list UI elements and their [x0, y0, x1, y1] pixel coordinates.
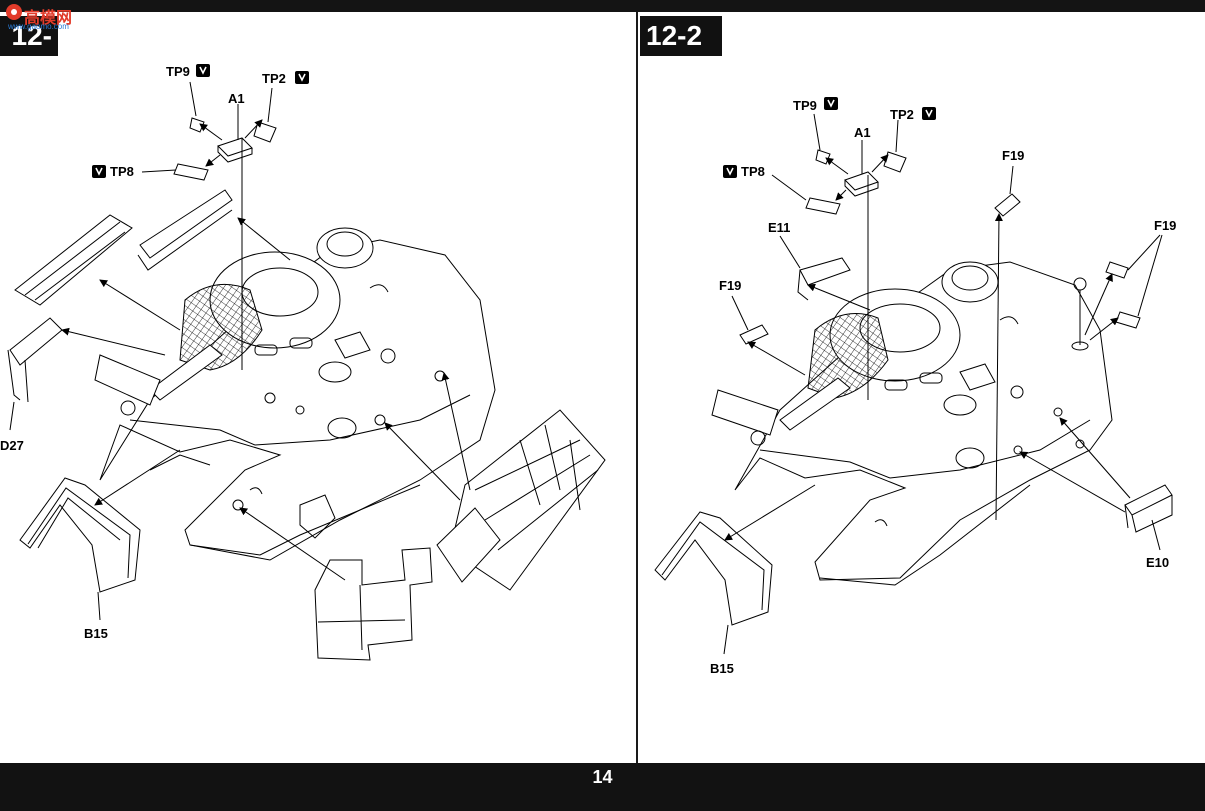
watermark-logo: 高模网 www.gaomo.com [4, 2, 72, 32]
label-f19-top: F19 [1002, 148, 1024, 163]
panel-divider [636, 12, 638, 763]
label-f19-left: F19 [719, 278, 741, 293]
top-bar [0, 0, 1205, 12]
label-tp9: TP9 [793, 98, 817, 113]
page-number: 14 [592, 767, 613, 787]
label-e10: E10 [1146, 555, 1169, 570]
label-tp8: TP8 [110, 164, 134, 179]
label-tp2: TP2 [890, 107, 914, 122]
label-a1: A1 [854, 125, 871, 140]
label-tp2: TP2 [262, 71, 286, 86]
nipper-icon [195, 63, 211, 78]
nipper-icon [722, 164, 738, 179]
label-f19-right: F19 [1154, 218, 1176, 233]
label-d27: D27 [0, 438, 24, 453]
nipper-icon [823, 96, 839, 111]
label-b15: B15 [710, 661, 734, 676]
right-b15-part [654, 511, 773, 626]
watermark-url: www.gaomo.com [8, 22, 69, 31]
left-b15-part [19, 477, 141, 593]
label-e11: E11 [768, 220, 790, 235]
step-label-right: 12-2 [640, 16, 722, 56]
nipper-icon [921, 106, 937, 121]
watermark-site: 高模网 [24, 10, 73, 27]
left-diagram [7, 81, 606, 661]
nipper-icon [294, 70, 310, 85]
label-tp8: TP8 [741, 164, 765, 179]
bottom-bar [0, 763, 1205, 811]
label-tp9: TP9 [166, 64, 190, 79]
label-a1: A1 [228, 91, 245, 106]
step-label-left: 12-1 [0, 16, 58, 56]
label-b15: B15 [84, 626, 108, 641]
watermark-icon [6, 4, 22, 20]
nipper-icon [91, 164, 107, 179]
right-diagram [654, 113, 1173, 655]
